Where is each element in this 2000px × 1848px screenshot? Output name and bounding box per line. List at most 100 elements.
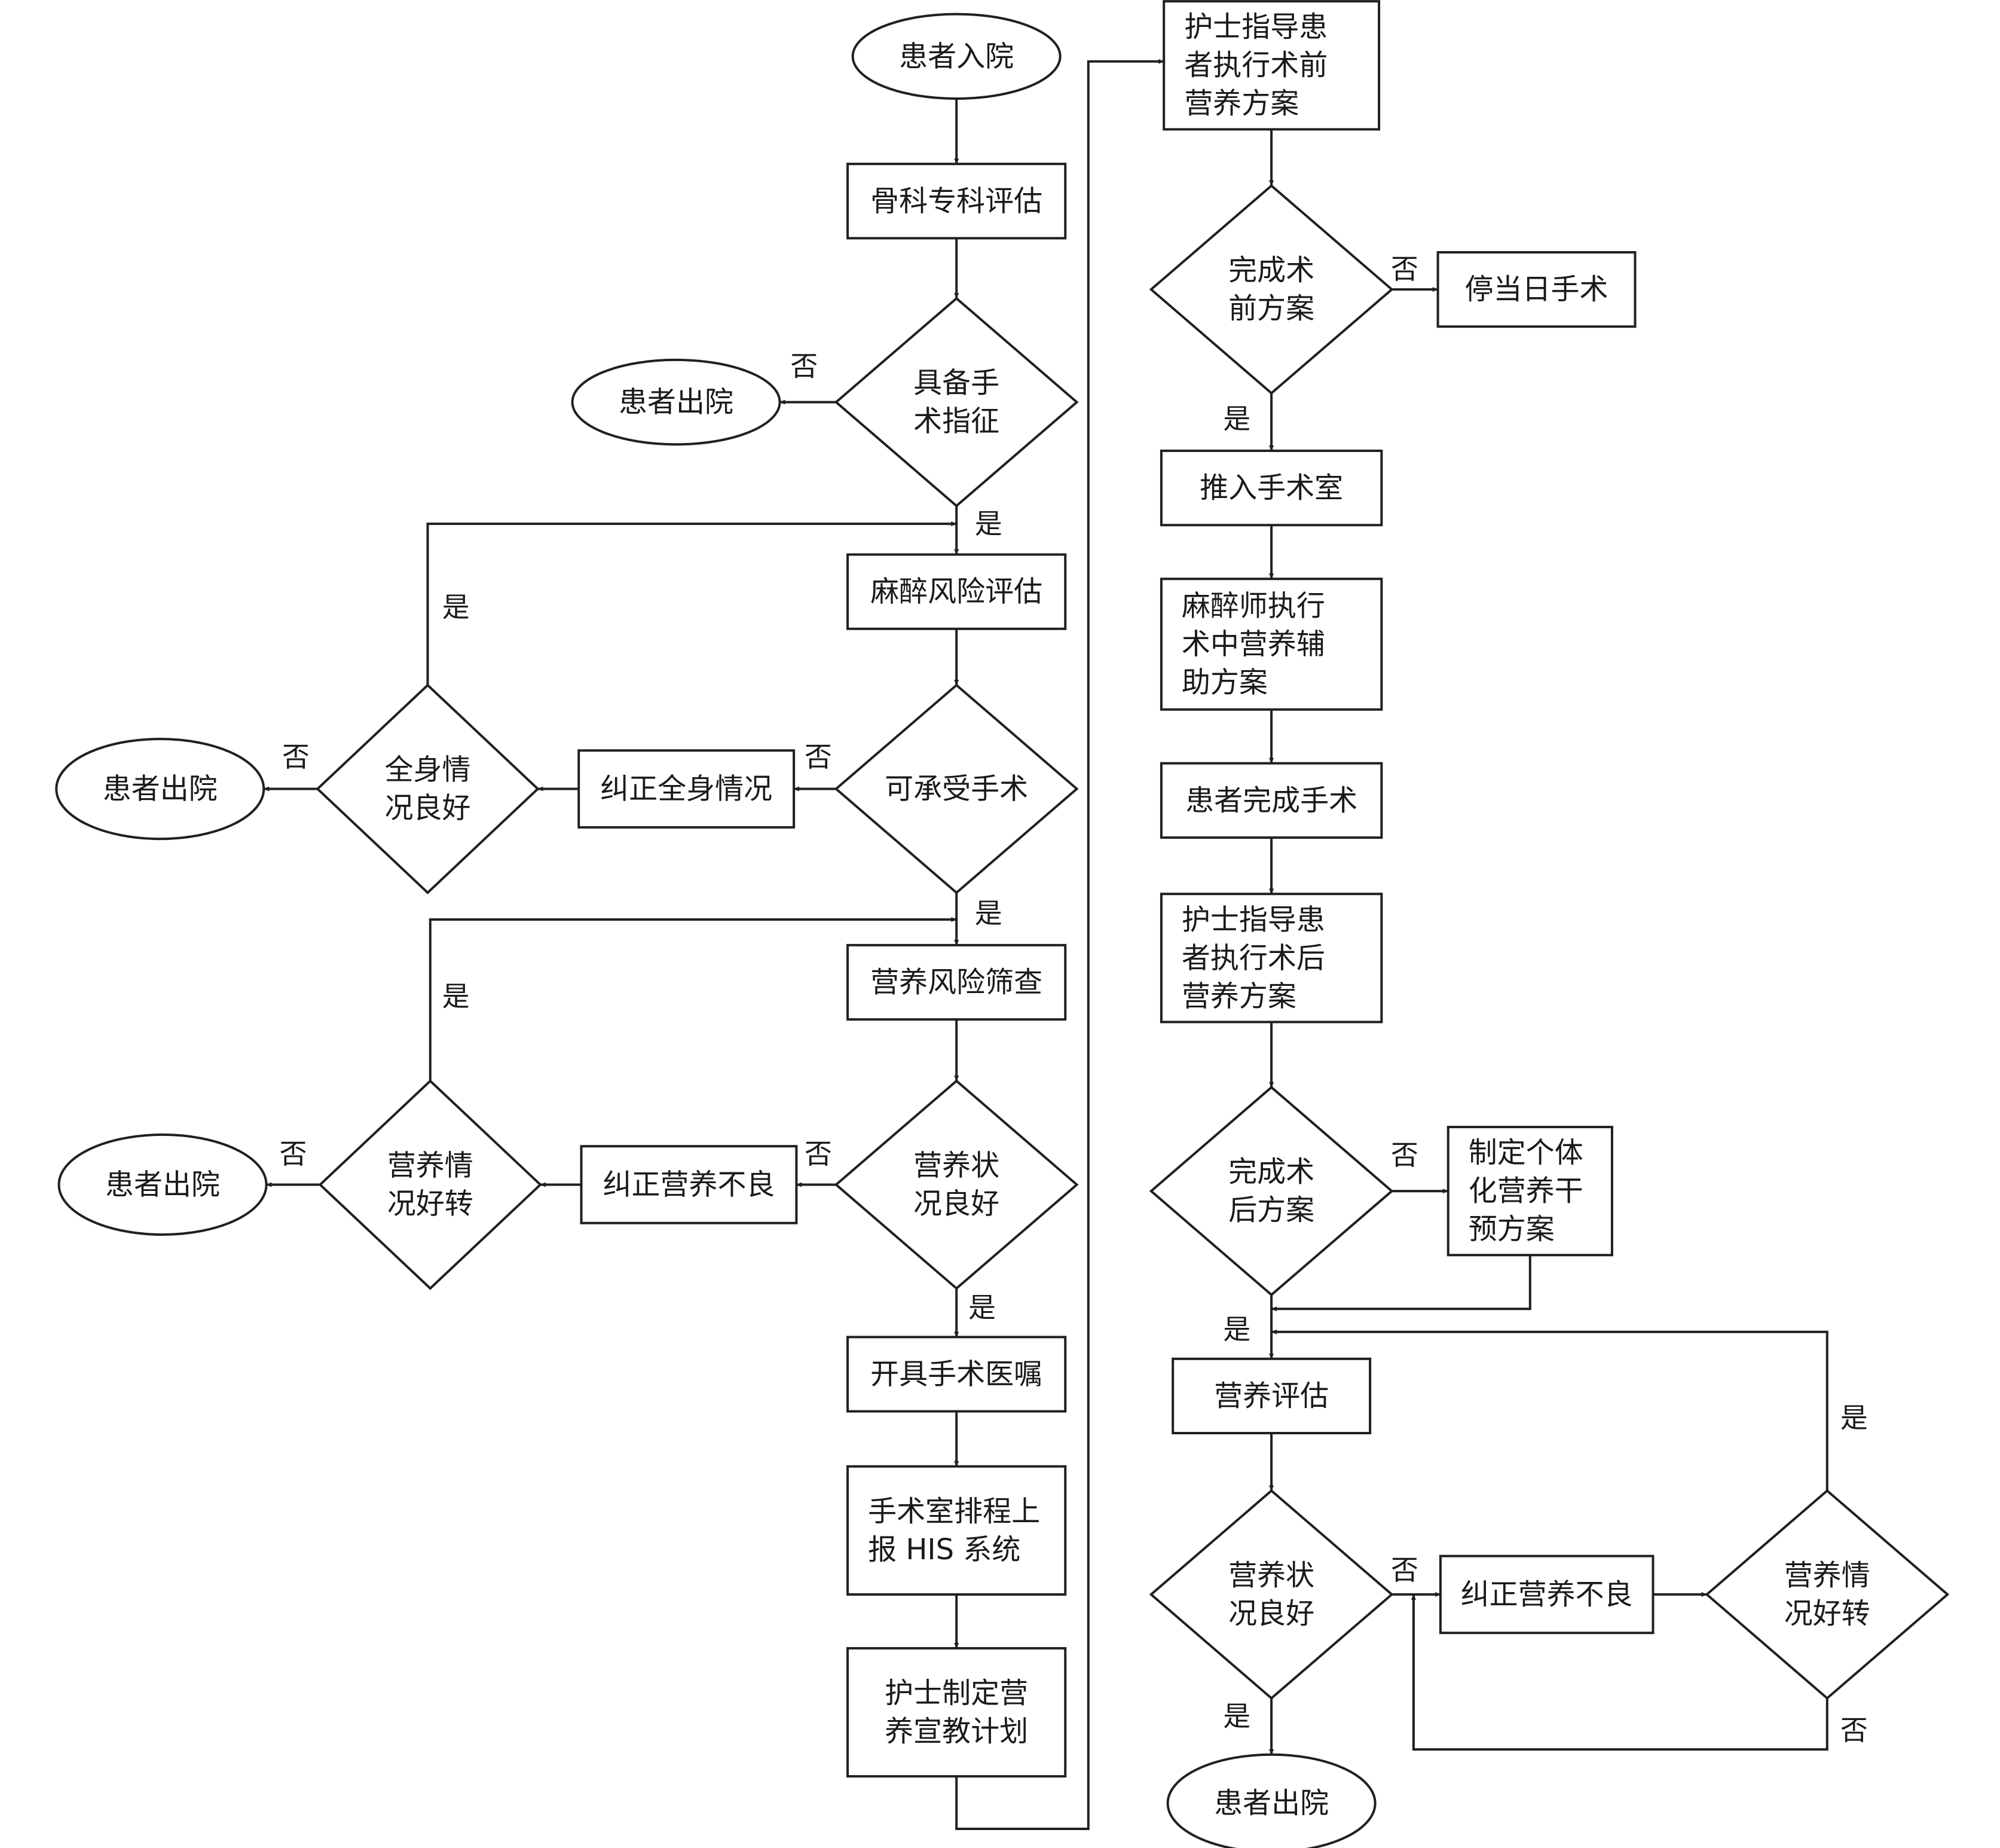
- node-label: 停当日手术: [1465, 273, 1608, 306]
- yes-branch-label: 是: [975, 508, 1002, 540]
- node-correct-malnut-2: 纠正营养不良: [1439, 1554, 1655, 1635]
- node-label: 化营养干: [1469, 1174, 1583, 1208]
- node-label: 前方案: [1228, 292, 1314, 325]
- process-box: [846, 163, 1067, 240]
- node-nutrition-eval: 营养评估: [1172, 1357, 1372, 1435]
- process-box: [846, 1647, 1067, 1778]
- no-branch-label: 否: [805, 741, 832, 773]
- node-label: 营养评估: [1214, 1379, 1329, 1413]
- node-label: 护士制定营: [885, 1676, 1028, 1710]
- process-box: [1160, 578, 1383, 711]
- node-nutrition-screen: 营养风险筛查: [846, 943, 1067, 1021]
- yes-branch-label: 是: [442, 591, 470, 623]
- node-correct-general: 纠正全身情况: [577, 749, 796, 829]
- node-label: 麻醉风险评估: [870, 575, 1042, 609]
- no-branch-label: 否: [1391, 253, 1418, 285]
- node-label: 纠正全身情况: [600, 772, 772, 806]
- decision-diamond: [316, 683, 540, 894]
- node-to-or: 推入手术室: [1160, 450, 1383, 527]
- node-label: 营养方案: [1184, 87, 1299, 120]
- node-stop-surgery: 停当日手术: [1436, 251, 1637, 328]
- process-box: [580, 1145, 798, 1224]
- node-label: 况好转: [387, 1187, 473, 1220]
- terminal-ellipse: [57, 1133, 268, 1236]
- terminal-ellipse: [1166, 1753, 1377, 1848]
- terminal-ellipse: [571, 358, 781, 446]
- flowchart-nodes: 患者入院骨科专科评估具备手术指征患者出院麻醉风险评估可承受手术纠正全身情况全身情…: [55, 0, 1950, 1848]
- node-label: 者执行术后: [1182, 941, 1325, 975]
- yes-branch-label: 是: [442, 980, 470, 1013]
- node-surgery-order: 开具手术医嘱: [846, 1336, 1067, 1413]
- connector-arrow: [1271, 1329, 1828, 1491]
- decision-diamond: [834, 683, 1079, 894]
- node-label: 推入手术室: [1200, 471, 1343, 505]
- node-label: 者执行术前: [1184, 48, 1328, 82]
- node-label: 营养状: [1228, 1559, 1314, 1592]
- node-label: 术指征: [913, 405, 999, 438]
- process-box: [577, 749, 796, 829]
- process-box: [1172, 1357, 1372, 1435]
- node-label: 营养风险筛查: [870, 966, 1042, 999]
- no-branch-label: 否: [1840, 1714, 1868, 1746]
- no-branch-label: 否: [1391, 1554, 1418, 1586]
- decision-diamond: [1149, 1086, 1394, 1297]
- yes-branch-label: 是: [975, 897, 1002, 929]
- process-box: [846, 943, 1067, 1021]
- node-ortho-eval: 骨科专科评估: [846, 163, 1067, 240]
- node-label: 患者出院: [619, 386, 733, 419]
- connector-arrow: [429, 917, 958, 1081]
- node-label: 助方案: [1182, 665, 1268, 699]
- decision-diamond: [1149, 184, 1394, 395]
- node-discharge-4: 患者出院: [1166, 1753, 1377, 1848]
- node-label: 营养状: [913, 1148, 999, 1182]
- node-correct-malnut-1: 纠正营养不良: [580, 1145, 798, 1224]
- node-anesth-risk: 麻醉风险评估: [846, 553, 1067, 630]
- process-box: [1160, 762, 1383, 839]
- node-label: 养宣教计划: [885, 1715, 1028, 1748]
- node-label: 骨科专科评估: [870, 184, 1042, 218]
- node-label: 报 HIS 系统: [868, 1533, 1020, 1566]
- process-box: [1439, 1554, 1655, 1635]
- node-label: 具备手: [913, 366, 999, 400]
- no-branch-label: 否: [280, 1138, 307, 1170]
- connector-arrow: [955, 59, 1165, 1830]
- node-label: 营养情: [387, 1148, 473, 1182]
- decision-diamond: [318, 1079, 542, 1290]
- node-label: 患者出院: [105, 1168, 220, 1201]
- yes-branch-label: 是: [1223, 1314, 1250, 1346]
- node-label: 可承受手术: [885, 772, 1028, 806]
- decision-diamond: [1705, 1489, 1950, 1700]
- node-label: 营养情: [1784, 1559, 1870, 1592]
- no-branch-label: 否: [1391, 1139, 1418, 1171]
- no-branch-label: 否: [790, 350, 818, 383]
- connector-arrow: [426, 521, 958, 685]
- node-label: 纠正营养不良: [603, 1168, 775, 1201]
- node-label: 手术室排程上: [868, 1495, 1040, 1528]
- node-label: 制定个体: [1469, 1136, 1583, 1169]
- yes-branch-label: 是: [1223, 402, 1250, 435]
- connector-lines: [263, 59, 1828, 1830]
- connector-arrow: [1271, 1255, 1531, 1312]
- process-box: [1163, 0, 1381, 131]
- node-label: 况好转: [1784, 1597, 1870, 1630]
- node-label: 营养方案: [1182, 979, 1296, 1013]
- yes-branch-label: 是: [1840, 1401, 1868, 1434]
- node-label: 护士指导患: [1182, 903, 1325, 936]
- node-label: 后方案: [1228, 1193, 1314, 1227]
- process-box: [1160, 450, 1383, 527]
- connector-arrow: [1411, 1593, 1828, 1751]
- node-discharge-3: 患者出院: [57, 1133, 268, 1236]
- node-label: 麻醉师执行: [1182, 589, 1325, 622]
- node-label: 患者完成手术: [1185, 784, 1357, 817]
- no-branch-label: 否: [282, 741, 310, 773]
